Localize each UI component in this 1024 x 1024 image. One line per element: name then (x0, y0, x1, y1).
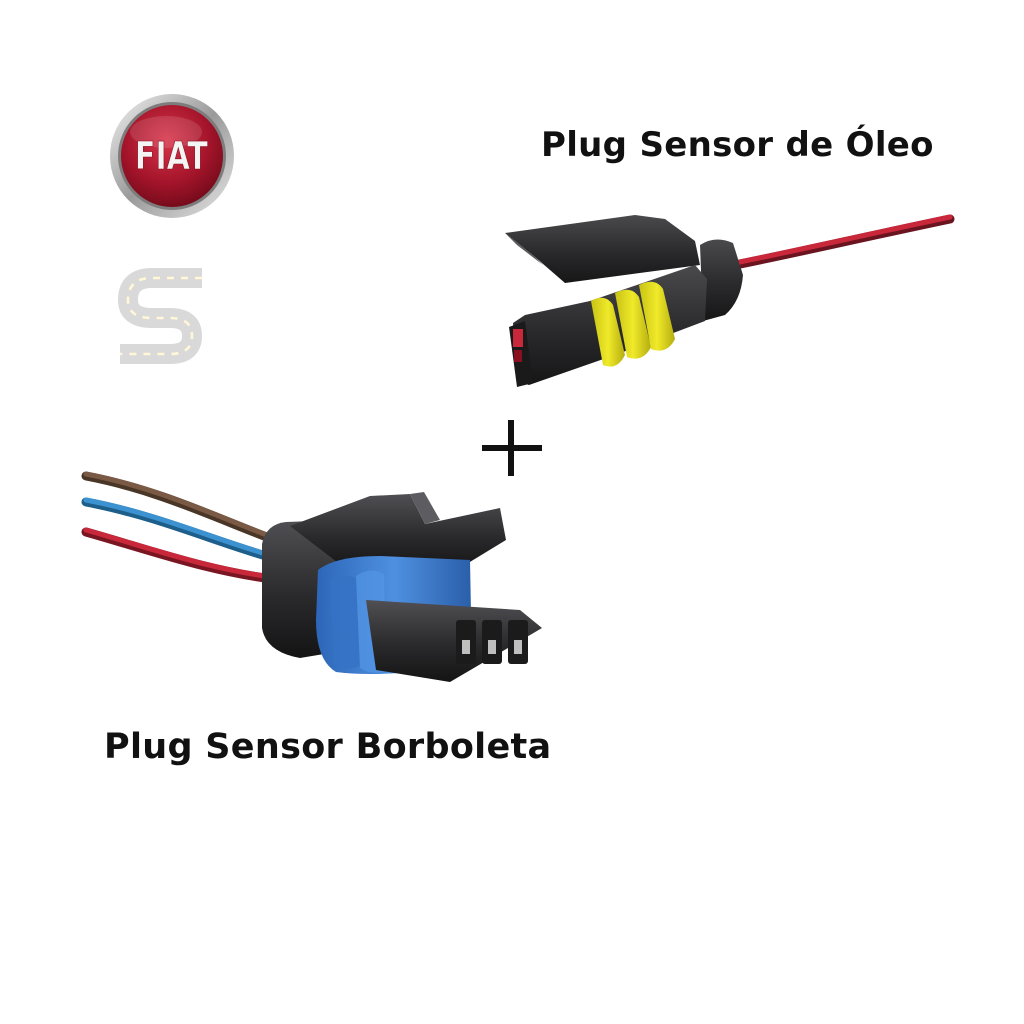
label-plug-sensor-borboleta: Plug Sensor Borboleta (104, 727, 552, 767)
fiat-logo: FIAT (110, 94, 234, 218)
plus-sign (482, 420, 542, 476)
plug-sensor-borboleta-image (81, 471, 542, 682)
plug-sensor-oleo-image (505, 214, 955, 387)
label-plug-sensor-oleo: Plug Sensor de Óleo (541, 125, 934, 165)
road-s-logo (118, 268, 202, 364)
fiat-logo-text: FIAT (135, 135, 208, 179)
